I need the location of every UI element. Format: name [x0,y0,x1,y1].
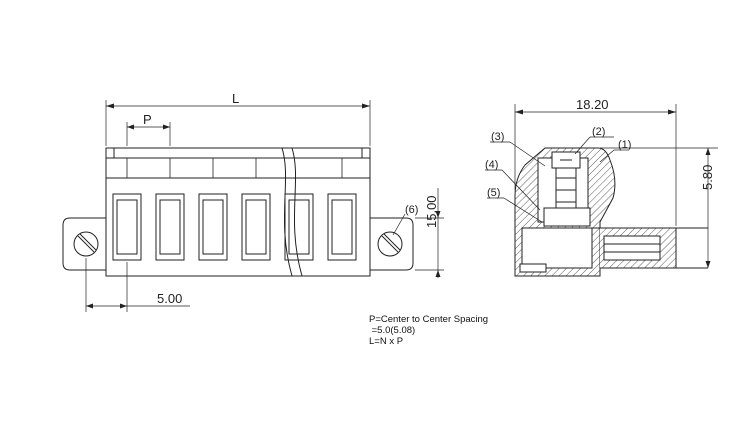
note-line-1: P=Center to Center Spacing [369,314,489,325]
dim-height-label: 15.00 [424,195,439,228]
terminal-cell [112,193,142,261]
note-line-3: L=N x P [369,336,404,347]
callout-4: (4) [485,159,498,171]
wire-clamp [543,207,591,227]
dim-length-label: L [232,91,239,106]
callout-5: (5) [487,187,500,199]
spacing-notes: P=Center to Center Spacing =5.0(5.08) L=… [369,314,488,347]
terminal-cell [155,193,185,261]
terminal-cells [112,193,357,261]
dim-depth-label: 18.20 [576,97,609,112]
connector-body [105,147,371,277]
terminal-cell [284,193,314,261]
note-line-2: =5.0(5.08) [369,325,416,336]
front-view [62,100,444,312]
break-line [281,147,293,277]
terminal-cell [198,193,228,261]
terminal-cell [327,193,357,261]
dim-flange-label: 5.00 [157,291,182,306]
left-screw-icon [73,231,99,257]
callout-flange-screw: (6) [405,204,418,216]
right-screw-icon [377,231,403,257]
dim-pin-height-label: 5.80 [700,165,715,190]
callout-3: (3) [491,131,504,143]
dim-pitch-label: P [143,112,152,127]
left-mounting-flange [62,217,106,271]
terminal-cell [241,193,271,261]
right-mounting-flange [370,217,414,271]
callout-2: (2) [592,126,605,138]
side-view [485,104,718,277]
callout-1: (1) [618,139,631,151]
